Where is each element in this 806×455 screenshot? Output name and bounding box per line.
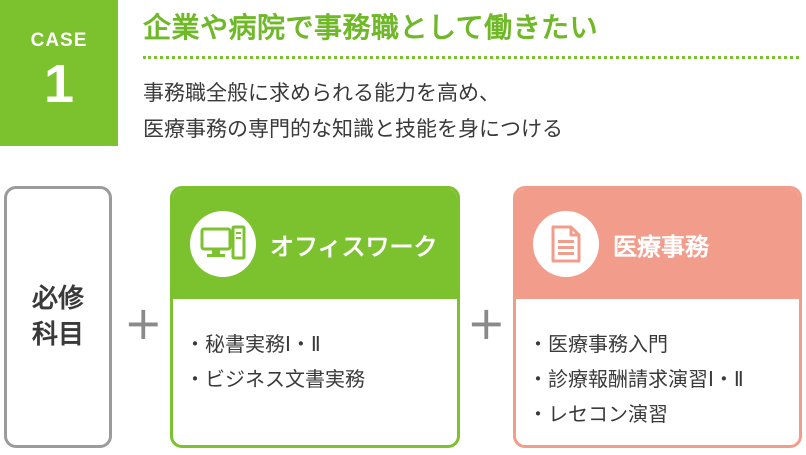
medical-office-list: ・医療事務入門 ・診療報酬請求演習Ⅰ・Ⅱ ・レセコン演習 <box>516 299 799 432</box>
computer-icon <box>190 211 256 277</box>
medical-office-title: 医療事務 <box>613 232 709 261</box>
plus-sign-1: + <box>124 296 163 350</box>
list-item: ・ビジネス文書実務 <box>185 367 365 391</box>
document-icon <box>533 211 599 277</box>
description-line-1: 事務職全般に求められる能力を高め、 <box>143 81 500 105</box>
office-work-title: オフィスワーク <box>270 232 438 261</box>
description: 事務職全般に求められる能力を高め、 医療事務の専門的な知識と技能を身につける <box>143 75 563 147</box>
required-label-line-1: 必修 <box>31 284 84 314</box>
list-item: ・医療事務入門 <box>528 332 668 356</box>
office-work-header: オフィスワーク <box>173 189 457 299</box>
list-item: ・レセコン演習 <box>528 402 668 426</box>
office-work-list: ・秘書実務Ⅰ・Ⅱ ・ビジネス文書実務 <box>173 299 457 397</box>
medical-office-header: 医療事務 <box>516 189 799 299</box>
medical-office-card: 医療事務 ・医療事務入門 ・診療報酬請求演習Ⅰ・Ⅱ ・レセコン演習 <box>513 186 802 448</box>
case-badge: CASE 1 <box>0 0 118 146</box>
dotted-divider <box>143 56 799 59</box>
required-subjects-card: 必修 科目 <box>4 186 112 448</box>
case-number: 1 <box>43 54 75 114</box>
plus-sign-2: + <box>467 296 506 350</box>
case-label: CASE <box>30 30 88 51</box>
list-item: ・診療報酬請求演習Ⅰ・Ⅱ <box>528 367 744 391</box>
office-work-card: オフィスワーク ・秘書実務Ⅰ・Ⅱ ・ビジネス文書実務 <box>170 186 460 448</box>
required-label-line-2: 科目 <box>31 320 84 350</box>
headline: 企業や病院で事務職として働きたい <box>143 11 599 44</box>
list-item: ・秘書実務Ⅰ・Ⅱ <box>185 332 321 356</box>
description-line-2: 医療事務の専門的な知識と技能を身につける <box>143 117 563 141</box>
